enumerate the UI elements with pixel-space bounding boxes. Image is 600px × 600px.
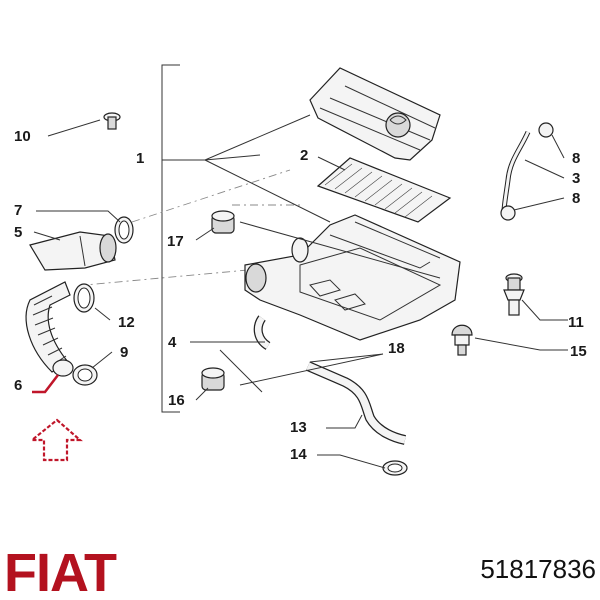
grommet-part-16 [201,367,225,391]
leader-8b [513,197,565,211]
leader-3 [524,159,565,179]
elbow-hose-part-4 [253,315,271,350]
callout-8-bottom: 8 [572,190,580,207]
callout-8-top: 8 [572,150,580,167]
corrugated-hose-part [25,281,74,377]
callout-11: 11 [568,314,584,331]
callout-18: 18 [388,340,405,357]
callout-7: 7 [14,202,22,219]
hose-clamp-part-12 [73,283,95,313]
leader-8a [551,134,565,159]
breather-pipe-part [500,122,554,221]
leader-15 [474,337,568,351]
hose-clamp-part-7 [114,216,134,244]
callout-5: 5 [14,224,22,241]
callout-2: 2 [300,147,308,164]
leader-13 [326,414,363,429]
leader-14 [317,454,386,469]
intake-duct-part [29,231,117,271]
callout-10: 10 [14,128,31,145]
highlight-leader-6 [32,374,59,394]
leader-2 [317,156,346,171]
callout-15: 15 [570,343,587,360]
callout-16: 16 [168,392,185,409]
hose-clamp-part-9 [72,364,98,386]
leader-2b [239,221,441,279]
air-filter-part [316,157,452,223]
fastener-part-11 [503,273,525,316]
callout-9: 9 [120,344,128,361]
leader-18 [239,353,384,386]
leader-1 [162,114,331,223]
leader-5 [33,231,61,241]
bolt-part [103,112,121,130]
leader-7 [36,210,121,223]
push-clip-part-15 [451,324,473,356]
callout-17: 17 [167,233,184,250]
leader-11 [521,299,568,321]
callout-4: 4 [168,334,177,351]
callout-1: 1 [136,150,144,167]
callout-3: 3 [572,170,580,187]
fiat-logo: FIAT [4,543,117,600]
callout-6: 6 [14,377,22,394]
group-bracket [161,64,180,413]
leader-9 [91,351,113,369]
leader-10 [47,119,101,137]
up-arrow-outline-icon [28,418,83,462]
air-box-housing-part [244,214,461,341]
leader-12 [94,307,111,321]
hose-clamp-part-14 [382,460,408,476]
coolant-hose-part-13 [306,361,407,445]
engine-cover-part [309,67,441,161]
centerline-top [84,169,300,286]
callout-14: 14 [290,446,307,463]
callout-12: 12 [118,314,135,331]
leader-17 [195,227,215,241]
grommet-part-17 [211,210,235,234]
leader-16 [195,387,209,401]
leader-4 [190,341,265,393]
part-number: 51817836 [480,554,596,584]
callout-13: 13 [290,419,307,436]
